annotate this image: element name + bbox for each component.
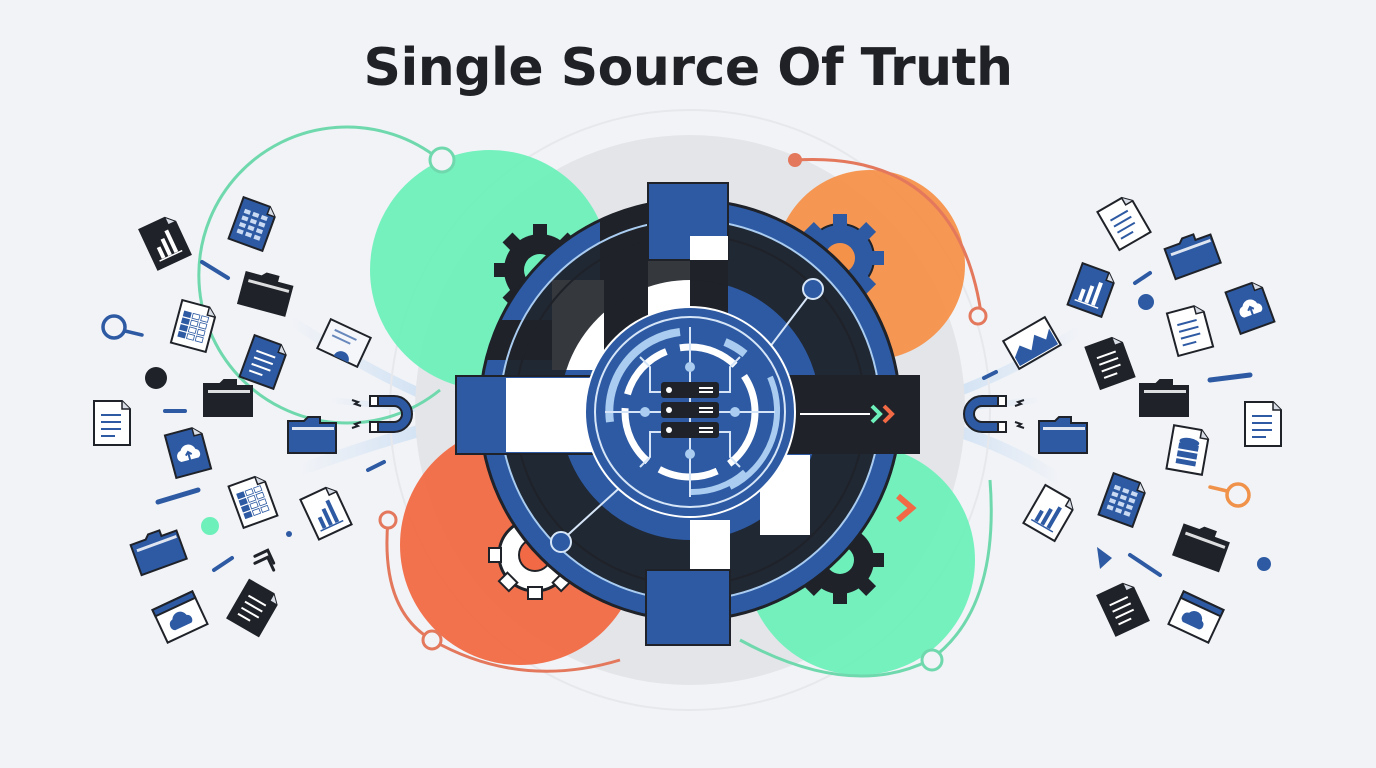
- cloud-upload-icon: [163, 427, 213, 480]
- folder-icon: [1163, 233, 1222, 281]
- page-title: Single Source Of Truth: [363, 38, 1013, 98]
- chart-document-icon: [299, 486, 353, 541]
- magnet-icon: [963, 395, 1025, 433]
- chevron-icon: [896, 493, 917, 523]
- decorative-particles: [145, 260, 1271, 577]
- chart-document-icon: [138, 216, 192, 271]
- document-icon: [238, 333, 287, 391]
- spreadsheet-icon: [1097, 471, 1146, 529]
- certificate-icon: [315, 317, 373, 369]
- chart-document-icon: [1022, 483, 1074, 543]
- document-icon: [1096, 582, 1150, 637]
- database-hub-core: [584, 306, 796, 518]
- cloud-upload-icon: [1224, 281, 1276, 336]
- spreadsheet-icon: [169, 298, 217, 354]
- spreadsheet-icon: [227, 195, 276, 253]
- image-icon: [1001, 315, 1063, 371]
- folder-icon: [203, 379, 253, 417]
- cloud-window-icon: [151, 590, 209, 644]
- document-icon: [1165, 305, 1215, 358]
- right-file-cluster: [1001, 196, 1282, 644]
- server-icon: [661, 382, 719, 438]
- folder-icon: [129, 529, 188, 577]
- left-file-cluster: [93, 195, 373, 644]
- search-icon: [101, 314, 144, 340]
- folder-icon: [1038, 416, 1088, 454]
- chart-document-icon: [1066, 261, 1115, 319]
- cloud-window-icon: [1167, 590, 1225, 644]
- chevron-up-icon: [253, 548, 276, 572]
- document-icon: [1096, 196, 1152, 252]
- folder-icon: [1172, 523, 1230, 573]
- folder-icon: [236, 271, 294, 317]
- magnet-icon: [351, 395, 413, 433]
- document-icon: [226, 578, 278, 638]
- double-chevron-icon: [870, 404, 895, 424]
- folder-icon: [287, 416, 337, 454]
- spreadsheet-icon: [227, 475, 279, 530]
- search-icon: [1208, 482, 1251, 508]
- document-icon: [93, 400, 131, 446]
- database-icon: [1165, 424, 1210, 476]
- document-icon: [1084, 336, 1136, 391]
- document-icon: [1244, 401, 1282, 447]
- folder-icon: [1139, 379, 1189, 417]
